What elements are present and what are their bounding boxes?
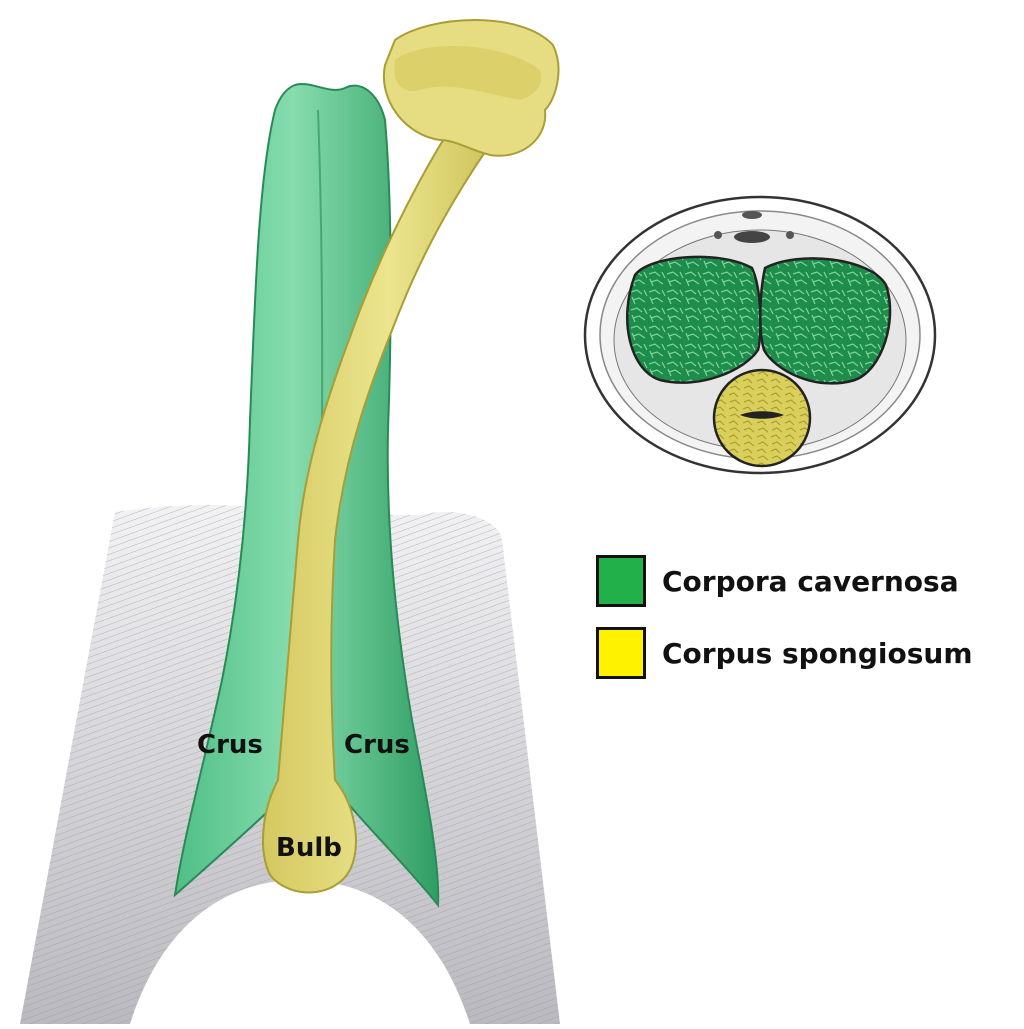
legend-label-cavernosa: Corpora cavernosa	[662, 564, 959, 598]
crus-right-label: Crus	[344, 730, 410, 760]
cross-section	[583, 195, 937, 475]
cross-section-cavernosa	[626, 255, 892, 385]
legend-item-cavernosa: Corpora cavernosa	[596, 555, 959, 607]
legend-label-spongiosum: Corpus spongiosum	[662, 636, 973, 670]
legend-swatch-spongiosum	[596, 627, 646, 679]
legend-swatch-cavernosa	[596, 555, 646, 607]
corpus-spongiosum-shaft	[262, 98, 517, 894]
crus-left-label: Crus	[197, 730, 263, 760]
glans	[382, 19, 560, 157]
legend-item-spongiosum: Corpus spongiosum	[596, 627, 973, 679]
bulb-label: Bulb	[276, 833, 342, 863]
cross-section-spongiosum	[712, 368, 812, 468]
